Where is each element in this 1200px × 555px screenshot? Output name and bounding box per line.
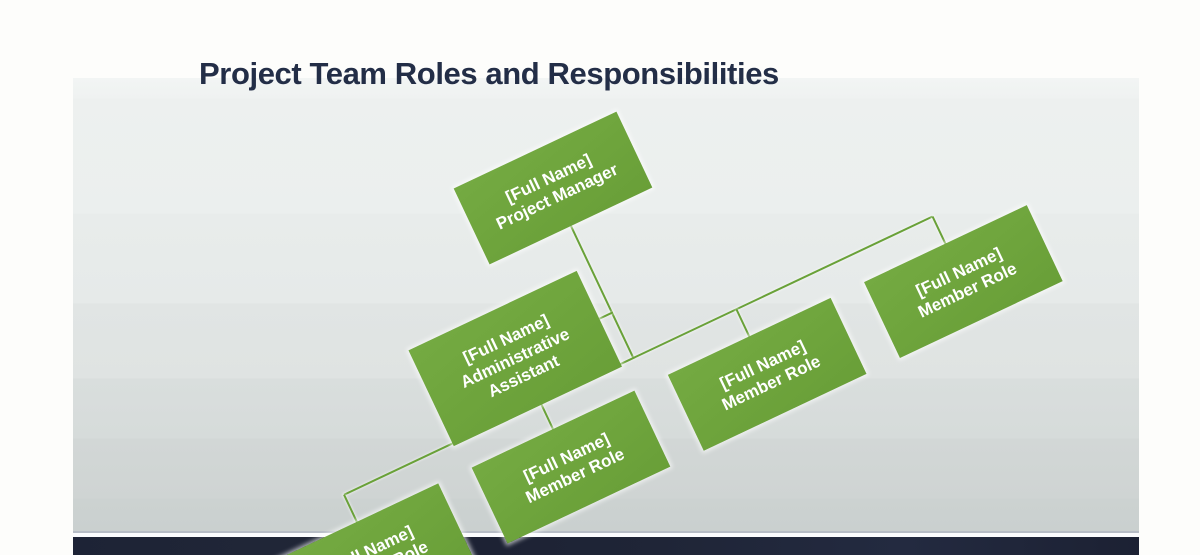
footer-gray-line (73, 531, 1139, 533)
connector-member-stub (735, 308, 751, 338)
connector-member-stub (539, 401, 555, 431)
footer-navy-bar (73, 537, 1139, 555)
slide-title[interactable]: Project Team Roles and Responsibilities (199, 56, 779, 91)
connector-member-stub (343, 494, 359, 524)
org-node-project-manager[interactable]: [Full Name] Project Manager (453, 111, 653, 265)
footer-white-line (73, 533, 1139, 537)
org-node-member-role-1[interactable]: [Full Name] Member Role (275, 483, 475, 555)
connector-assistant-stub (598, 311, 614, 320)
connector-member-stub (931, 216, 947, 245)
